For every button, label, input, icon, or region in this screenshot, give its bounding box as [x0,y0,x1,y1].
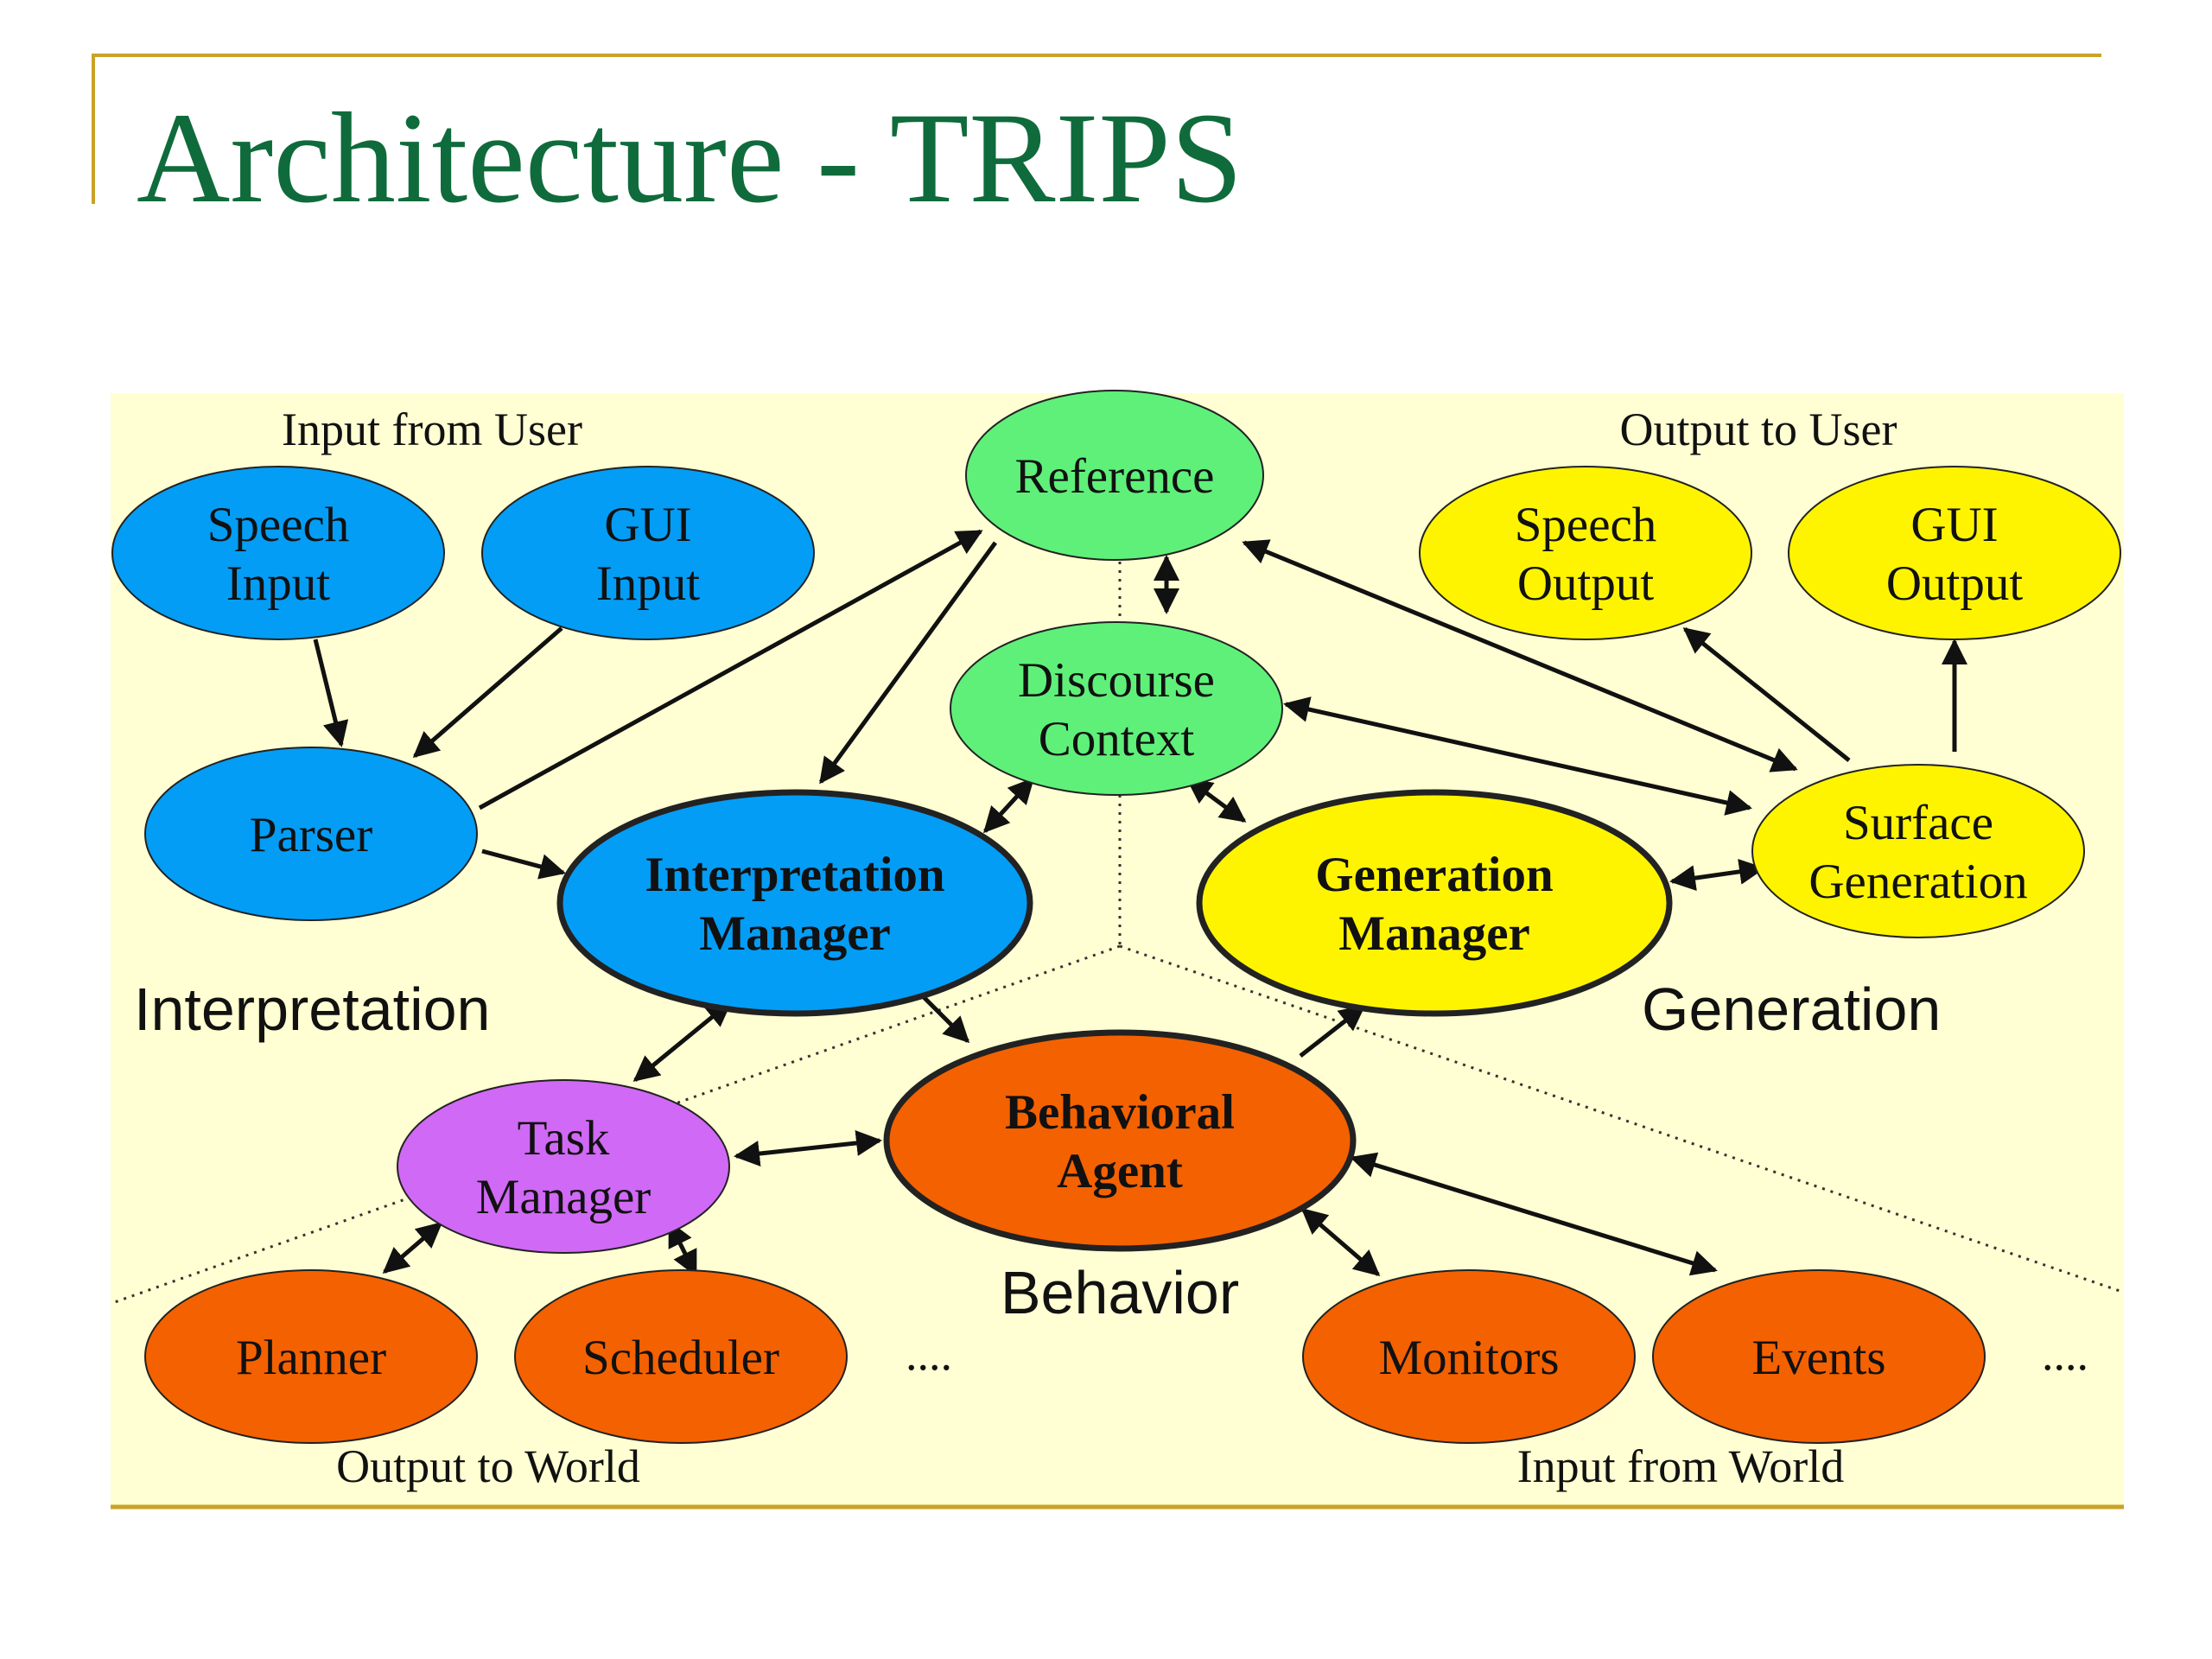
edge-reference-to-interpretation-mgr [818,541,998,785]
edge-behavioral-agent-to-events [1350,1152,1718,1276]
node-generation-mgr-label: Manager [1338,906,1530,961]
node-discourse-context-shape [950,621,1283,796]
edge-generation-mgr-to-surface-generation [1669,858,1765,892]
edge-task-manager-to-behavioral-agent [734,1129,882,1167]
node-gui-output-shape [1788,466,2121,640]
divider-right [1119,944,2123,1294]
node-events: Events [1652,1269,1986,1444]
label-output-to-world: Output to World [336,1440,640,1492]
edge-parser-to-reference [478,529,983,810]
label-input-from-user: Input from User [282,404,582,455]
node-task-manager-label: Task [518,1111,610,1166]
node-parser-shape [144,747,478,921]
edge-task-manager-to-planner [382,1222,443,1274]
node-events-label: Events [1751,1331,1885,1385]
node-speech-input-label: Speech [207,498,350,552]
region-interpretation: Interpretation [134,976,490,1043]
node-monitors: Monitors [1302,1269,1636,1444]
node-scheduler-shape [514,1269,848,1444]
node-discourse-context-label: Discourse [1018,653,1215,708]
node-events-shape [1652,1269,1986,1444]
edge-parser-to-interpretation-mgr [481,849,566,880]
edge-interpretation-mgr-to-behavioral-agent [918,992,970,1044]
node-interpretation-mgr-shape [556,789,1033,1017]
edge-surface-generation-to-speech-output [1682,627,1851,762]
node-interpretation-mgr-label: Interpretation [645,848,944,902]
edge-behavioral-agent-to-generation-mgr [1299,1005,1366,1058]
node-behavioral-agent-label: Agent [1057,1144,1183,1198]
node-gui-output-label: GUI [1910,498,1998,552]
ellipsis-input-from-world: .... [2042,1328,2088,1380]
node-reference: Reference [965,390,1264,561]
node-monitors-shape [1302,1269,1636,1444]
node-gui-input-label: GUI [604,498,691,552]
node-behavioral-agent-shape [883,1029,1357,1252]
node-planner: Planner [144,1269,478,1444]
node-gui-input-label: Input [596,556,700,611]
node-speech-output-label: Output [1517,556,1655,611]
label-output-to-user: Output to User [1620,404,1897,455]
node-task-manager-shape [397,1079,730,1254]
node-task-manager-label: Manager [476,1170,652,1224]
edges [313,529,1967,1277]
edge-speech-input-to-parser [313,639,349,747]
node-scheduler: Scheduler [514,1269,848,1444]
node-speech-input-shape [111,466,445,640]
node-generation-mgr-label: Generation [1315,848,1553,902]
edge-gui-input-to-parser [412,626,563,758]
nodes: SpeechInputGUIInputParserInterpretationM… [111,390,2121,1444]
node-speech-output-shape [1419,466,1752,640]
node-surface-generation-label: Surface [1843,796,1993,850]
node-interpretation-mgr-label: Manager [699,906,891,961]
node-parser: Parser [144,747,478,921]
node-planner-label: Planner [236,1331,386,1385]
edge-discourse-context-to-interpretation-mgr [982,777,1035,834]
node-parser-label: Parser [250,808,372,862]
region-generation: Generation [1642,976,1941,1043]
node-surface-generation-shape [1751,764,2085,938]
node-speech-output-label: Speech [1515,498,1657,552]
node-surface-generation-label: Generation [1808,855,2027,909]
title-rule-left [92,54,95,204]
node-gui-output-label: Output [1886,556,2024,611]
region-behavior: Behavior [1001,1259,1239,1326]
node-discourse-context-label: Context [1039,712,1195,766]
label-input-from-world: Input from World [1517,1440,1845,1492]
node-behavioral-agent-label: Behavioral [1005,1085,1235,1140]
node-gui-input-shape [481,466,815,640]
edge-discourse-context-to-surface-generation [1283,696,1752,816]
node-reference-shape [965,390,1264,561]
edge-discourse-context-to-generation-mgr [1185,777,1247,823]
node-planner-shape [144,1269,478,1444]
edge-interpretation-mgr-to-task-manager [632,1001,733,1082]
node-speech-input-label: Input [226,556,330,611]
slide-title: Architecture - TRIPS [137,86,1243,230]
ellipsis-output-to-world: .... [906,1328,952,1380]
node-monitors-label: Monitors [1378,1331,1559,1385]
node-reference-label: Reference [1015,449,1215,504]
node-generation-mgr-shape [1196,789,1673,1017]
node-scheduler-label: Scheduler [582,1331,779,1385]
title-rule-top [92,54,2101,57]
divider-left [111,944,1121,1305]
